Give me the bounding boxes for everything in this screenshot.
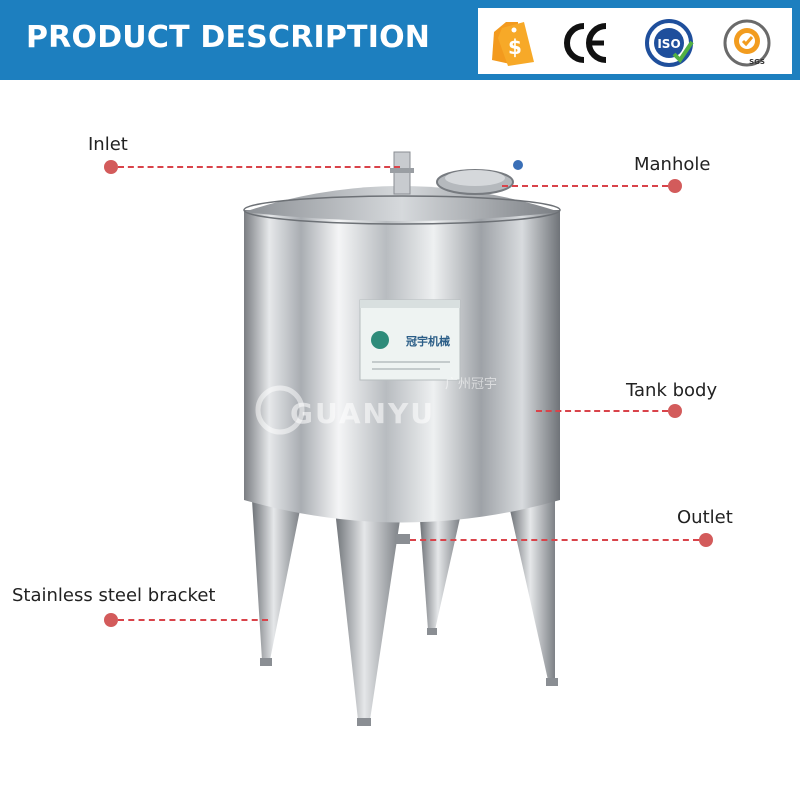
outlet-valve: [396, 534, 410, 544]
svg-text:SGS: SGS: [749, 58, 765, 66]
sgs-badge-icon: SGS: [722, 18, 772, 68]
callout-label-tank-body: Tank body: [626, 380, 718, 401]
page-title: PRODUCT DESCRIPTION: [26, 20, 431, 55]
bracket-leg-front: [335, 510, 400, 720]
callout-line-outlet: [410, 539, 699, 541]
stainless-steel-tank: 冠宇机械 GUANYU 广州冠宇: [243, 151, 561, 726]
callout-line-manhole: [502, 185, 668, 187]
bracket-leg-left: [252, 500, 300, 660]
callout-line-bracket: [118, 619, 268, 621]
callout-label-bracket: Stainless steel bracket: [12, 585, 216, 606]
callout-dot-inlet: [104, 160, 118, 174]
ce-mark-icon: [562, 18, 612, 68]
callout-dot-manhole: [668, 179, 682, 193]
callout-dot-outlet: [699, 533, 713, 547]
svg-text:ISO: ISO: [657, 37, 680, 51]
callout-dot-bracket: [104, 613, 118, 627]
price-tag-dollar-icon: $: [488, 18, 538, 68]
callout-label-manhole: Manhole: [634, 154, 711, 175]
brand-watermark-cn: 广州冠宇: [445, 377, 497, 392]
callout-label-outlet: Outlet: [677, 507, 733, 528]
callout-line-tank-body: [536, 410, 668, 412]
callout-line-inlet: [118, 166, 400, 168]
brand-watermark: GUANYU: [290, 397, 435, 430]
nameplate-text: 冠宇机械: [406, 334, 450, 348]
svg-text:$: $: [508, 35, 522, 59]
bracket-leg-back: [420, 518, 460, 630]
iso-badge-icon: ISO: [644, 18, 694, 68]
certification-bar: $ ISO SGS: [478, 8, 792, 74]
callout-label-inlet: Inlet: [88, 134, 128, 155]
callout-dot-tank-body: [668, 404, 682, 418]
bracket-leg-right: [510, 500, 555, 680]
